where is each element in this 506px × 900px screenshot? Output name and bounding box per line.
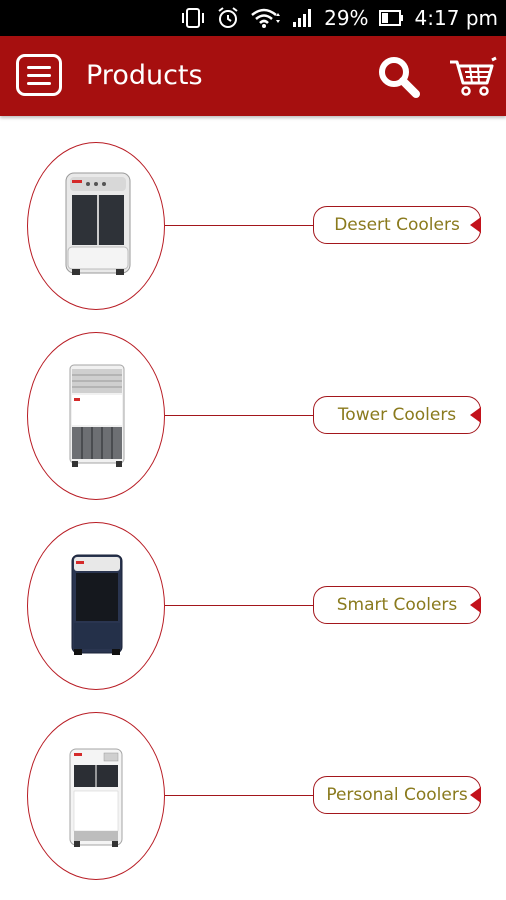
product-item-tower-coolers[interactable]: Tower Coolers: [0, 332, 506, 504]
search-icon: [379, 57, 420, 98]
menu-button[interactable]: [16, 54, 62, 96]
product-label-button[interactable]: Smart Coolers: [313, 586, 481, 624]
connector-line: [165, 605, 315, 606]
desert-cooler-image: [65, 172, 131, 275]
product-image-circle[interactable]: [27, 332, 165, 500]
battery-percent: 29%: [324, 6, 369, 30]
pointer-arrow-icon: [470, 787, 481, 803]
connector-line: [165, 415, 315, 416]
product-item-smart-coolers[interactable]: Smart Coolers: [0, 522, 506, 694]
product-label-button[interactable]: Desert Coolers: [313, 206, 481, 244]
menu-icon: [27, 65, 51, 69]
connector-line: [165, 795, 315, 796]
cell-signal-icon: [292, 7, 314, 29]
personal-cooler-image: [69, 748, 123, 847]
product-item-desert-coolers[interactable]: Desert Coolers: [0, 142, 506, 314]
app-bar: Products: [0, 36, 506, 116]
search-button[interactable]: [376, 54, 422, 100]
product-item-personal-coolers[interactable]: Personal Coolers: [0, 712, 506, 884]
cart-button[interactable]: [448, 56, 498, 98]
connector-line: [165, 225, 315, 226]
menu-icon-line: [27, 81, 51, 85]
product-label-button[interactable]: Personal Coolers: [313, 776, 481, 814]
pointer-arrow-icon: [470, 217, 481, 233]
pointer-arrow-icon: [470, 597, 481, 613]
product-image-circle[interactable]: [27, 712, 165, 880]
alarm-icon: [216, 6, 240, 30]
smart-cooler-image: [71, 554, 123, 655]
vibrate-icon: [180, 7, 206, 29]
product-label-button[interactable]: Tower Coolers: [313, 396, 481, 434]
battery-icon: [378, 8, 405, 28]
product-image-circle[interactable]: [27, 522, 165, 690]
wifi-icon: [250, 7, 282, 29]
status-bar: 29% 4:17 pm: [0, 0, 506, 36]
product-image-circle[interactable]: [27, 142, 165, 310]
clock: 4:17 pm: [414, 6, 498, 30]
menu-icon-line: [27, 73, 51, 77]
tower-cooler-image: [69, 364, 125, 467]
page-title: Products: [86, 60, 203, 91]
pointer-arrow-icon: [470, 407, 481, 423]
cart-icon: [450, 56, 497, 96]
